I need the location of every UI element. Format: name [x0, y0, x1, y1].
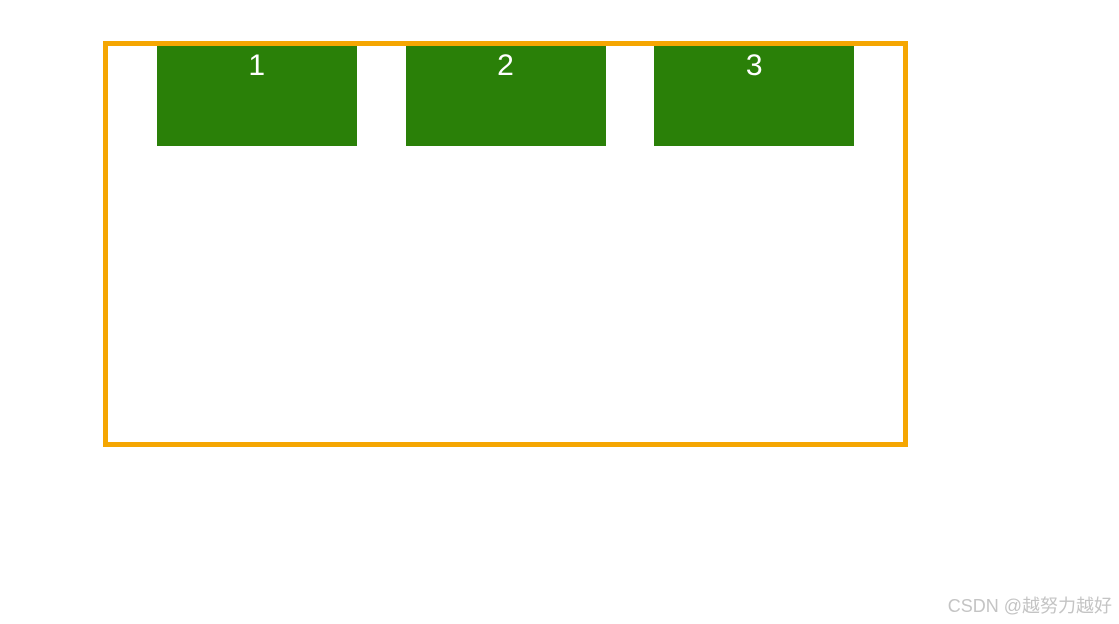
csdn-watermark: CSDN @越努力越好: [947, 596, 1112, 616]
flex-item-1: 1: [156, 46, 357, 146]
flex-container: 1 2 3: [103, 41, 908, 447]
flex-item-2: 2: [405, 46, 606, 146]
flex-item-3: 3: [654, 46, 855, 146]
